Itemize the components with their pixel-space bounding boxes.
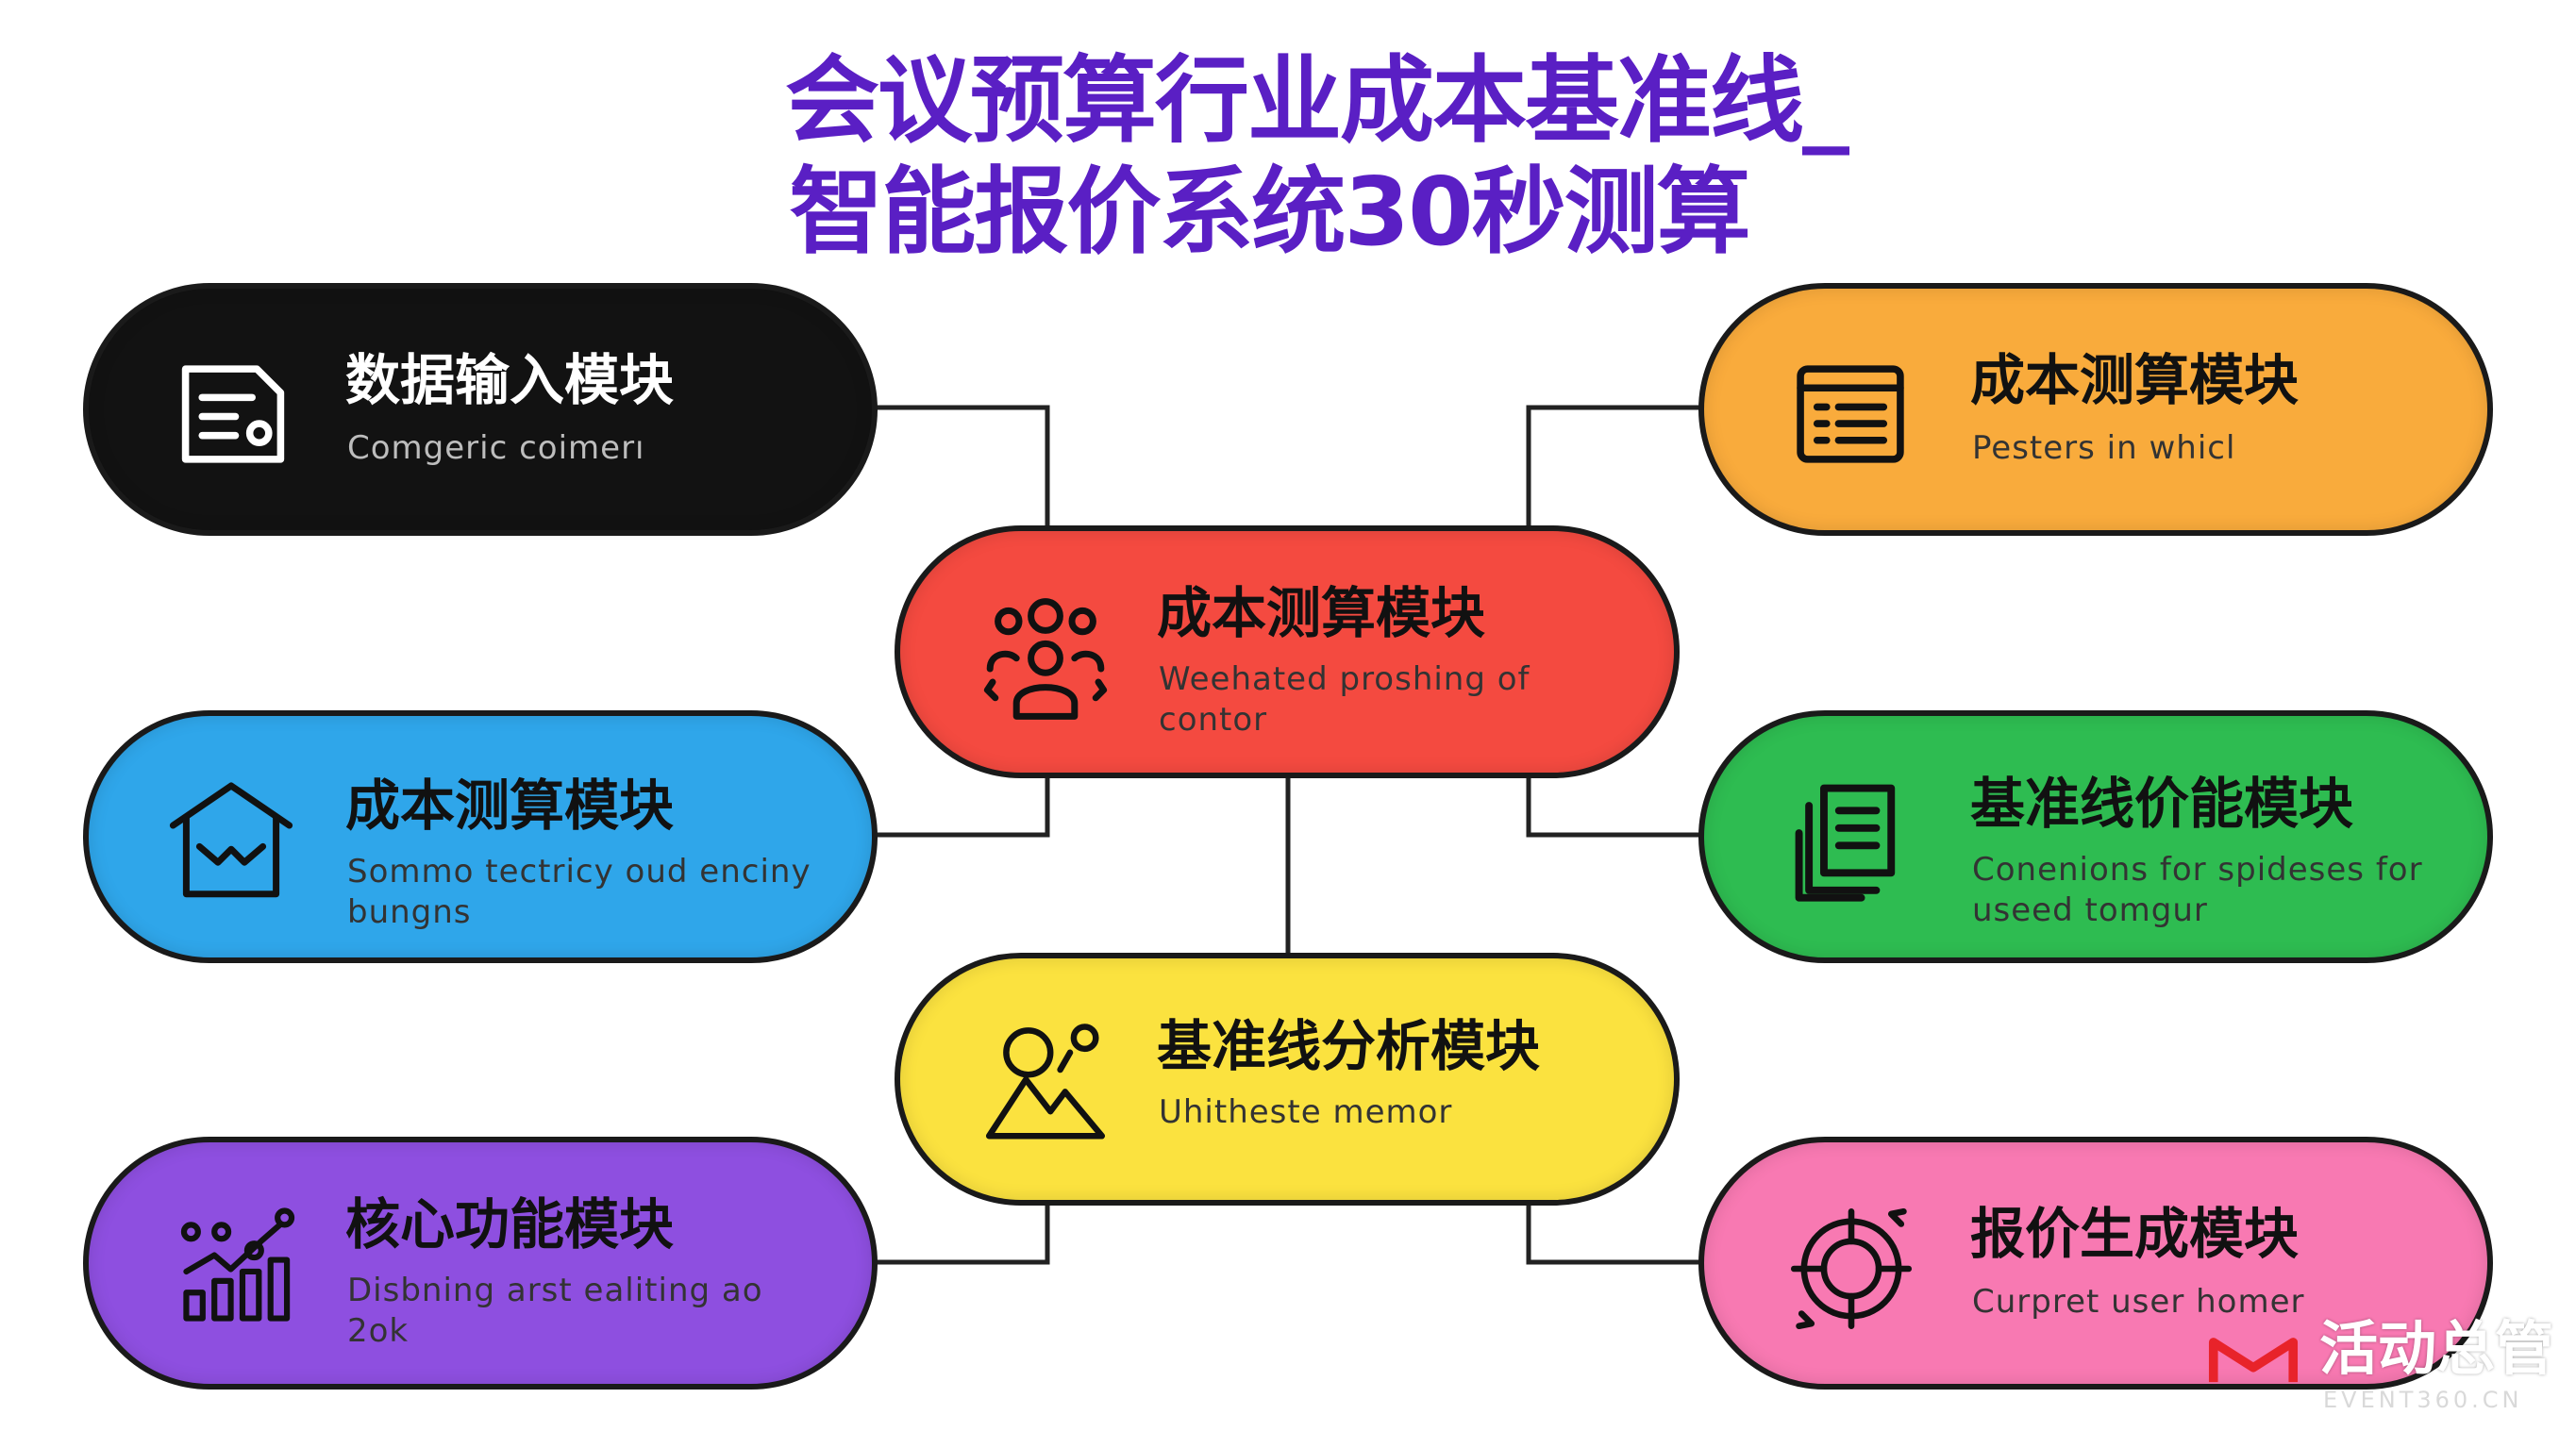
team-group-icon [979,590,1112,722]
stacked-documents-icon [1789,774,1914,907]
envelope-house-icon [160,773,302,905]
connector-green-red [1526,776,1700,838]
module-description: Conenions for spideses for useed tomgur [1972,851,2423,929]
module-title: 数据输入模块 [345,348,675,412]
module-title: 核心功能模块 [345,1192,675,1257]
watermark: 活动总管 EVENT360.CN [2208,1311,2567,1434]
module-core-function[interactable]: 核心功能模块 Disbning arst ealiting ao 2ok [83,1137,878,1390]
bar-trend-chart-icon [179,1201,296,1333]
module-title: 成本测算模块 [1157,581,1486,645]
module-quote-generation[interactable]: 报价生成模块 Curpret user homer [1698,1137,2493,1390]
module-cost-estimate-top[interactable]: 成本测算模块 Pesters in whicl [1698,283,2493,536]
module-description: Comgeric coimerı [347,429,645,467]
module-title: 成本测算模块 [1970,348,2300,412]
module-title: 基准线价能模块 [1970,772,2354,836]
title-line-2: 智能报价系统30秒测算 [789,157,1750,267]
document-form-icon [174,355,293,474]
module-data-input[interactable]: 数据输入模块 Comgeric coimerı [83,283,878,536]
connector-black-red [876,405,1050,528]
target-cycle-icon [1789,1205,1914,1333]
page-title: 会议预算行业成本基准线_ 智能报价系统30秒测算 [0,45,2576,268]
module-description: Disbning arst ealiting ao 2ok [347,1272,763,1350]
list-window-icon [1791,355,1910,474]
module-title: 成本测算模块 [345,774,675,838]
connector-pink-yellow [1526,1204,1700,1265]
brand-logo-icon [2208,1334,2299,1390]
module-baseline-analysis[interactable]: 基准线分析模块 Uhitheste memor [895,953,1680,1206]
module-cost-estimate-left[interactable]: 成本测算模块 Sommo tectricy oud enciny bungns [83,710,878,963]
module-title: 基准线分析模块 [1157,1014,1541,1078]
module-title: 报价生成模块 [1970,1202,2300,1266]
module-description: Weehated proshing of contor [1159,660,1531,739]
module-description: Pesters in whicl [1972,429,2236,467]
title-line-1: 会议预算行业成本基准线_ [785,45,1849,156]
module-description: Uhitheste memor [1159,1093,1453,1131]
connector-blue-red [876,776,1050,838]
brand-name: 活动总管 [2319,1314,2554,1383]
module-description: Curpret user homer [1972,1283,2305,1321]
connector-purple-yellow [876,1204,1050,1265]
module-cost-estimate-center[interactable]: 成本测算模块 Weehated proshing of contor [895,525,1680,778]
module-description: Sommo tectricy oud enciny bungns [347,853,811,931]
users-mountain-icon [979,1021,1112,1143]
connector-orange-red [1526,405,1700,528]
brand-url: EVENT360.CN [2323,1387,2523,1413]
module-baseline-value[interactable]: 基准线价能模块 Conenions for spideses for useed… [1698,710,2493,963]
